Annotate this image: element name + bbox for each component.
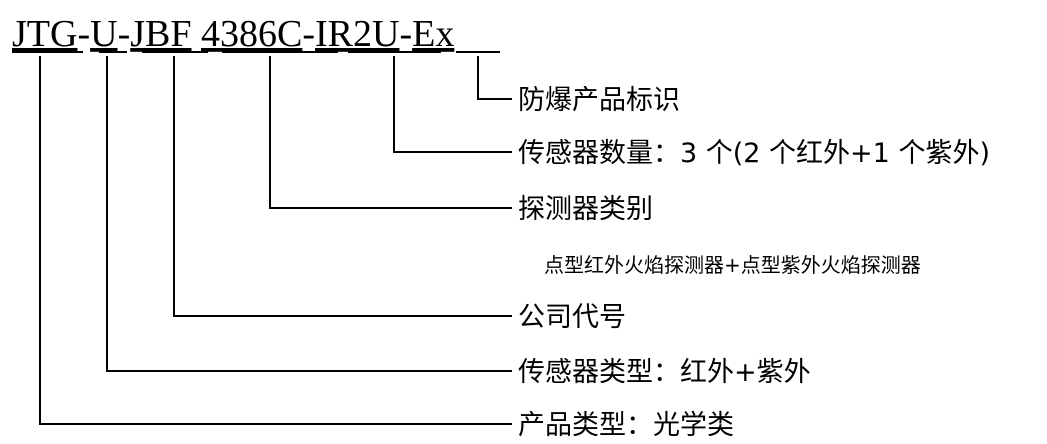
leader-line-explosion-proof (477, 56, 512, 100)
code-segment-jtg: JTG (12, 13, 77, 55)
code-segment-4386c: 4386C (201, 13, 302, 55)
model-code: JTG-U-JBF 4386C-IR2U-Ex (12, 13, 454, 55)
note-detector-category: 点型红外火焰探测器+点型紫外火焰探测器 (544, 253, 921, 277)
label-sensor-type: 传感器类型：红外+紫外 (518, 357, 811, 388)
label-company-code: 公司代号 (518, 302, 626, 333)
code-separator: - (118, 13, 131, 55)
label-sensor-count: 传感器数量：3 个(2 个红外+1 个紫外) (518, 138, 990, 169)
code-separator: - (399, 13, 412, 55)
leader-line-detector-category (269, 56, 512, 209)
leader-line-sensor-type (106, 56, 512, 372)
code-segment-u: U (90, 13, 117, 55)
leader-line-sensor-count (393, 56, 512, 153)
code-separator: - (77, 13, 90, 55)
leader-line-company-code (173, 56, 512, 317)
leader-line-product-type (39, 56, 512, 425)
code-segment-ir2u: IR2U (315, 13, 399, 55)
label-product-type: 产品类型：光学类 (518, 410, 734, 441)
code-separator: - (302, 13, 315, 55)
code-segment-jbf: JBF (130, 13, 191, 55)
code-segment-ex: Ex (412, 13, 454, 55)
label-explosion-proof: 防爆产品标识 (518, 85, 680, 116)
code-space (192, 13, 202, 55)
label-detector-category: 探测器类别 (518, 194, 653, 225)
leader-lines (39, 56, 512, 425)
